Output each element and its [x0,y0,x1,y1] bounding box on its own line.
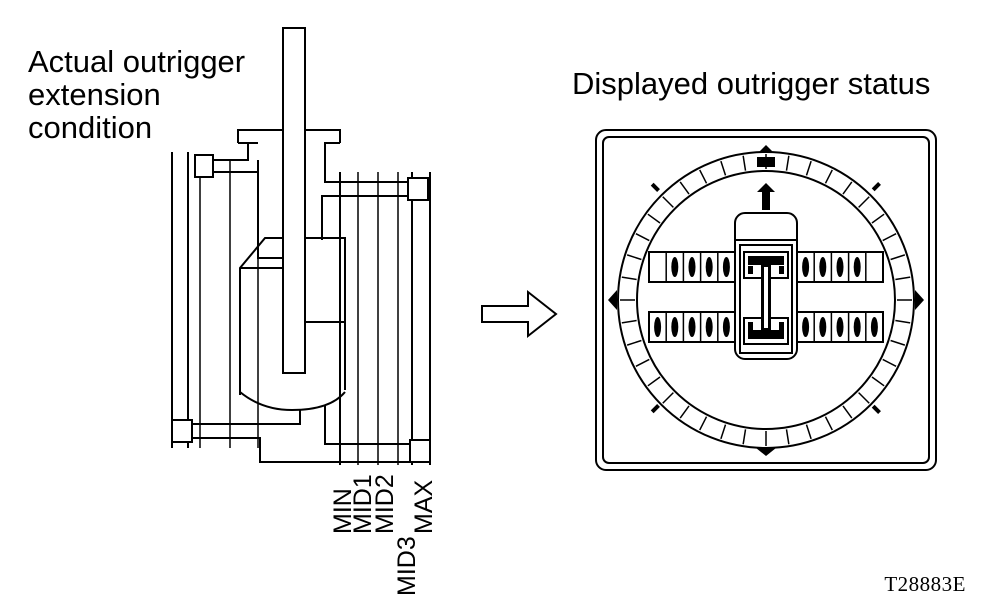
ring-segment-divider [699,169,708,184]
beam-lamp-lit [853,257,861,277]
label-mid1: MID1 [349,474,377,534]
label-min: MIN [329,488,357,534]
front-arrow-icon [757,183,775,210]
ring-segment-divider [890,339,906,346]
ring-segment-divider [647,213,661,224]
beam-lamp-lit [671,317,679,337]
ring-segment-divider [742,155,747,171]
direction-marker-left-icon [608,290,617,310]
ring-segment-divider [858,196,870,208]
beam-lamp-lit [671,257,679,277]
beam-lamp-lit [688,317,696,337]
ring-segment-divider [626,254,642,261]
ring-segment-divider [871,376,885,387]
ring-segment-divider [647,376,661,387]
label-mid3: MID3 [393,536,421,596]
beam-lamp-lit [722,257,730,277]
beam-lamp-lit [802,257,810,277]
beam-lamp-lit [705,317,713,337]
position-labels: MIN MID1 MID2 MID3 MAX [329,474,438,596]
direction-marker-bottom-icon [756,448,776,456]
ring-segment-divider [679,181,690,195]
ring-segment-divider [785,155,790,171]
outrigger-bars [648,251,884,343]
ring-segment-divider [895,319,911,324]
beam-lamp-lit [870,317,878,337]
ring-segment-divider [662,196,674,208]
ring-segment-divider [679,405,690,419]
ring-segment-divider [895,276,911,281]
beam-lamp-lit [853,317,861,337]
ring-segment-divider [742,429,747,445]
label-mid2: MID2 [371,474,399,534]
ring-segment-divider [882,358,897,367]
beam-lamp-lit [836,257,844,277]
beam-lamp-lit [705,257,713,277]
label-max: MAX [410,480,438,535]
ring-segment-divider [662,392,674,404]
beam-lamp-lit [688,257,696,277]
ring-segment-divider [805,160,812,176]
actual-condition-title: Actual outrigger extension condition [28,45,245,144]
beam-lamp-lit [654,317,662,337]
ring-segment-divider [882,233,897,242]
ring-segment-divider [699,416,708,431]
ring-segment-divider [824,169,833,184]
beam-lamp-lit [819,317,827,337]
beam-lamp-lit [802,317,810,337]
beam-lamp-lit [819,257,827,277]
ring-segment-divider [720,424,727,440]
ring-segment-divider [890,254,906,261]
right-arrow-icon [481,289,558,339]
actual-condition-title-line3: condition [28,110,153,145]
ring-segment-divider [842,405,853,419]
actual-condition-title-line2: extension [28,77,161,112]
outrigger-mechanism [171,27,431,465]
ring-segment-divider [621,319,637,324]
beam-lamp-lit [722,317,730,337]
beam-lamp-lit [836,317,844,337]
ring-segment-divider [635,358,650,367]
figure-code: T28883E [884,572,966,596]
ring-segment-divider [805,424,812,440]
ring-segment-divider [858,392,870,404]
ring-segment-active [757,157,775,167]
ring-segment-divider [785,429,790,445]
displayed-status-title: Displayed outrigger status [572,66,931,101]
display-panel [595,129,937,471]
ring-segment-divider [720,160,727,176]
direction-marker-right-icon [915,290,924,310]
ring-segment-divider [824,416,833,431]
ring-segment-divider [871,213,885,224]
status-ring-segments [620,154,912,446]
ring-segment-divider [842,181,853,195]
ring-segment-divider [635,233,650,242]
ring-segment-divider [621,276,637,281]
ring-segment-divider [626,339,642,346]
direction-marker-top-icon [758,145,774,153]
actual-condition-title-line1: Actual outrigger [28,44,246,79]
